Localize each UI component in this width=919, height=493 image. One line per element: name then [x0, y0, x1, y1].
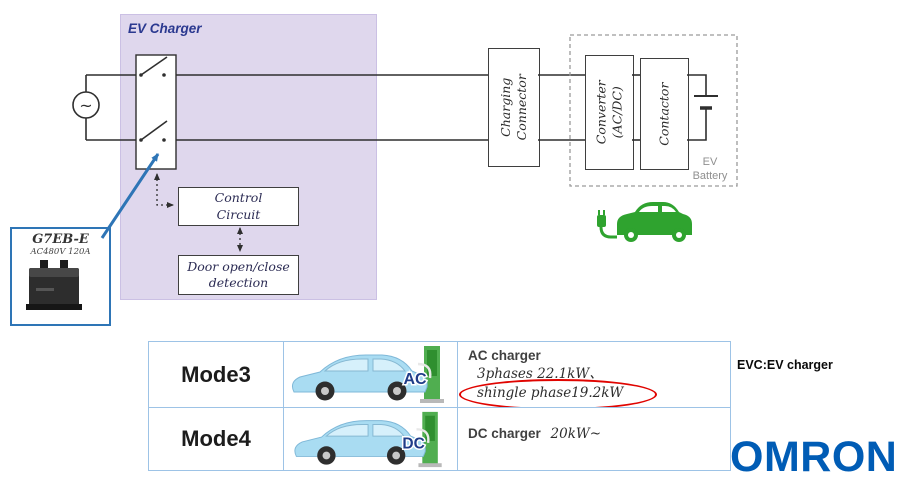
contactor-box: Contactor — [640, 58, 689, 170]
charging-mode-table: Mode3 AC AC charger 3phases 22.1kW、 shin… — [148, 341, 731, 471]
mode4-description-cell: DC charger 20kW~ — [458, 408, 731, 471]
converter-box: Converter (AC/DC) — [585, 55, 634, 170]
mode3-photo-cell: AC — [284, 342, 458, 408]
car-charging-photo-ac: AC — [292, 346, 444, 403]
omron-logo: OMRON — [730, 433, 898, 481]
svg-text:~: ~ — [79, 96, 92, 115]
plug-type-label-dc: DC — [402, 436, 424, 453]
mode4-photo-cell: DC — [284, 408, 458, 471]
mode3-cell: Mode3 — [149, 342, 284, 408]
contactor-label: Contactor — [656, 82, 672, 146]
ev-charger-title: EV Charger — [128, 21, 202, 36]
converter-label: Converter (AC/DC) — [593, 80, 625, 145]
relay-model-label: G7EB-E — [32, 232, 89, 247]
battery-icon — [694, 95, 718, 110]
relay-callout-box: G7EB-E AC480V 120A — [10, 227, 111, 326]
evc-abbreviation-note: EVC:EV charger — [737, 358, 833, 372]
ac-charger-title: AC charger — [468, 348, 541, 363]
highlight-ellipse — [459, 379, 657, 407]
door-detection-box: Door open/close detection — [178, 255, 299, 295]
charging-connector-label: Charging Connector — [497, 74, 529, 141]
ac-source-icon: ~ — [72, 91, 100, 119]
dc-charger-title: DC charger — [468, 426, 541, 441]
dc-charger-detail1: 20kW~ — [550, 426, 602, 442]
relay-spec-label: AC480V 120A — [30, 247, 91, 257]
charging-connector-box: Charging Connector — [488, 48, 540, 167]
mode3-description-cell: AC charger 3phases 22.1kW、 shingle phase… — [458, 342, 731, 408]
ev-car-icon — [597, 202, 692, 242]
ev-battery-label: EV Battery — [692, 156, 728, 182]
mode4-cell: Mode4 — [149, 408, 284, 471]
car-charging-photo-dc: DC — [294, 411, 442, 468]
ac-charger-detail1: 3phases 22.1kW、 — [477, 366, 603, 382]
control-circuit-box: Control Circuit — [178, 187, 299, 226]
plug-type-label-ac: AC — [403, 371, 427, 388]
